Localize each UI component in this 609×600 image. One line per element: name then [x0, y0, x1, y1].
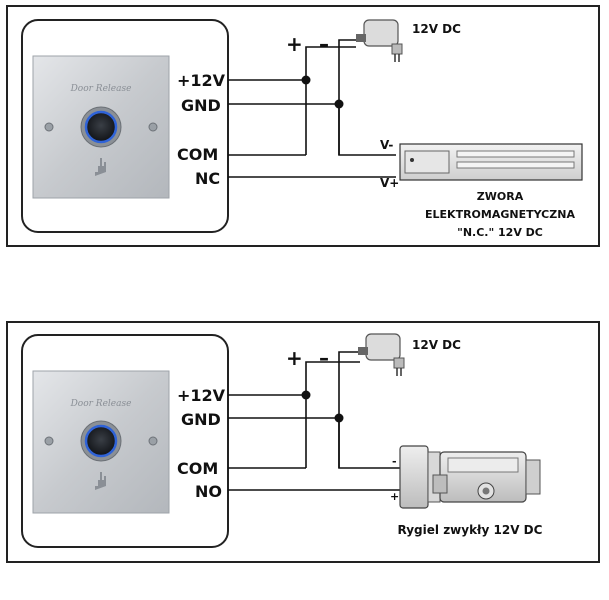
- plus-sign: +: [286, 346, 303, 370]
- terminal-com: COM: [177, 459, 218, 478]
- device-caption-line1: Rygiel zwykły 12V DC: [398, 523, 543, 537]
- device-caption-line2: ELEKTROMAGNETYCZNA: [425, 208, 575, 221]
- device-caption-line3: "N.C." 12V DC: [457, 226, 543, 239]
- screw-right: [148, 436, 158, 446]
- plate-text: Door Release: [70, 399, 132, 409]
- junction-dot: [301, 75, 311, 85]
- psu-label: 12V DC: [412, 338, 461, 352]
- hand-icon: [95, 158, 106, 176]
- screw-right: [148, 122, 158, 132]
- screw-left: [44, 122, 54, 132]
- junction-dot: [301, 390, 311, 400]
- electric-strike-icon: [399, 445, 541, 509]
- panel-nc-maglock: Door Release +12V GND COM NC + –: [6, 5, 600, 247]
- device-minus-label: V-: [380, 138, 393, 152]
- terminal-nc: NC: [195, 169, 220, 188]
- plate-text: Door Release: [70, 84, 132, 94]
- panel-frame: [6, 321, 600, 563]
- exit-button[interactable]: Door Release: [32, 370, 170, 514]
- junction-dot: [334, 99, 344, 109]
- exit-button[interactable]: Door Release: [32, 55, 170, 199]
- led-ring-icon: [84, 110, 118, 144]
- terminal-gnd: GND: [181, 96, 221, 115]
- wires: [228, 39, 396, 178]
- minus-sign: –: [319, 32, 329, 56]
- led-ring-icon: [84, 424, 118, 458]
- hand-icon: [95, 472, 106, 490]
- terminal-com: COM: [177, 145, 218, 164]
- device-plus-label: V+: [380, 176, 399, 190]
- terminal-gnd: GND: [181, 410, 221, 429]
- terminal-plus12v: +12V: [177, 386, 226, 405]
- device-minus-label: -: [392, 455, 397, 468]
- psu-label: 12V DC: [412, 22, 461, 36]
- maglock-icon: [399, 143, 583, 181]
- power-adapter-icon: [358, 333, 405, 376]
- plus-sign: +: [286, 32, 303, 56]
- wires: [228, 351, 400, 491]
- power-adapter-icon: [356, 19, 403, 62]
- junction-dot: [334, 413, 344, 423]
- minus-sign: –: [319, 346, 329, 370]
- device-plus-label: +: [390, 490, 399, 503]
- panel-frame: [6, 5, 600, 247]
- device-caption-line1: ZWORA: [477, 190, 524, 203]
- panel-no-strike: Door Release +12V GND COM NO + –: [6, 321, 600, 563]
- screw-left: [44, 436, 54, 446]
- terminal-no: NO: [195, 482, 222, 501]
- terminal-plus12v: +12V: [177, 71, 226, 90]
